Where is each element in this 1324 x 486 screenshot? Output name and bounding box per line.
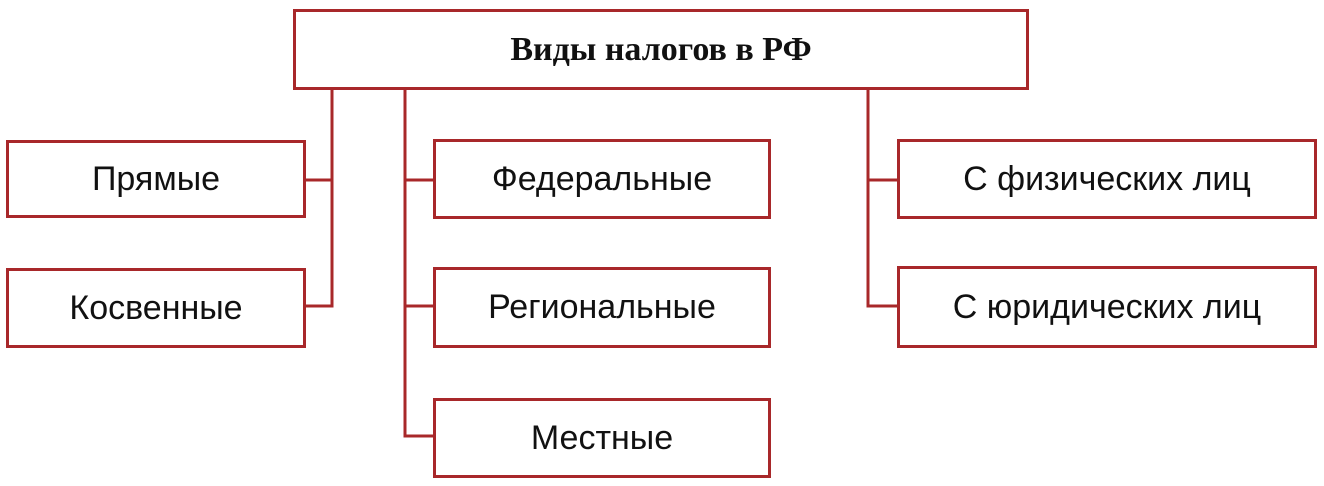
box-direct-label: Прямые [91, 159, 221, 198]
box-federal-label: Федеральные [491, 159, 713, 198]
box-local: Местные [433, 398, 771, 478]
box-legal-entities: С юридических лиц [897, 266, 1317, 348]
box-indirect: Косвенные [6, 268, 306, 348]
box-regional-label: Региональные [488, 288, 716, 326]
box-indirect-label: Косвенные [69, 288, 243, 327]
box-regional: Региональные [433, 267, 771, 348]
box-individuals-label: С физических лиц [963, 159, 1251, 198]
connector-direct-indirect [303, 87, 334, 308]
root-box: Виды налогов в РФ [293, 9, 1029, 90]
connector-taxpayers [866, 87, 900, 308]
box-legal-entities-label: С юридических лиц [952, 287, 1262, 326]
box-federal: Федеральные [433, 139, 771, 219]
root-label: Виды налогов в РФ [510, 30, 812, 68]
box-local-label: Местные [530, 418, 674, 457]
box-individuals: С физических лиц [897, 139, 1317, 219]
connector-levels [403, 87, 436, 438]
box-direct: Прямые [6, 140, 306, 218]
